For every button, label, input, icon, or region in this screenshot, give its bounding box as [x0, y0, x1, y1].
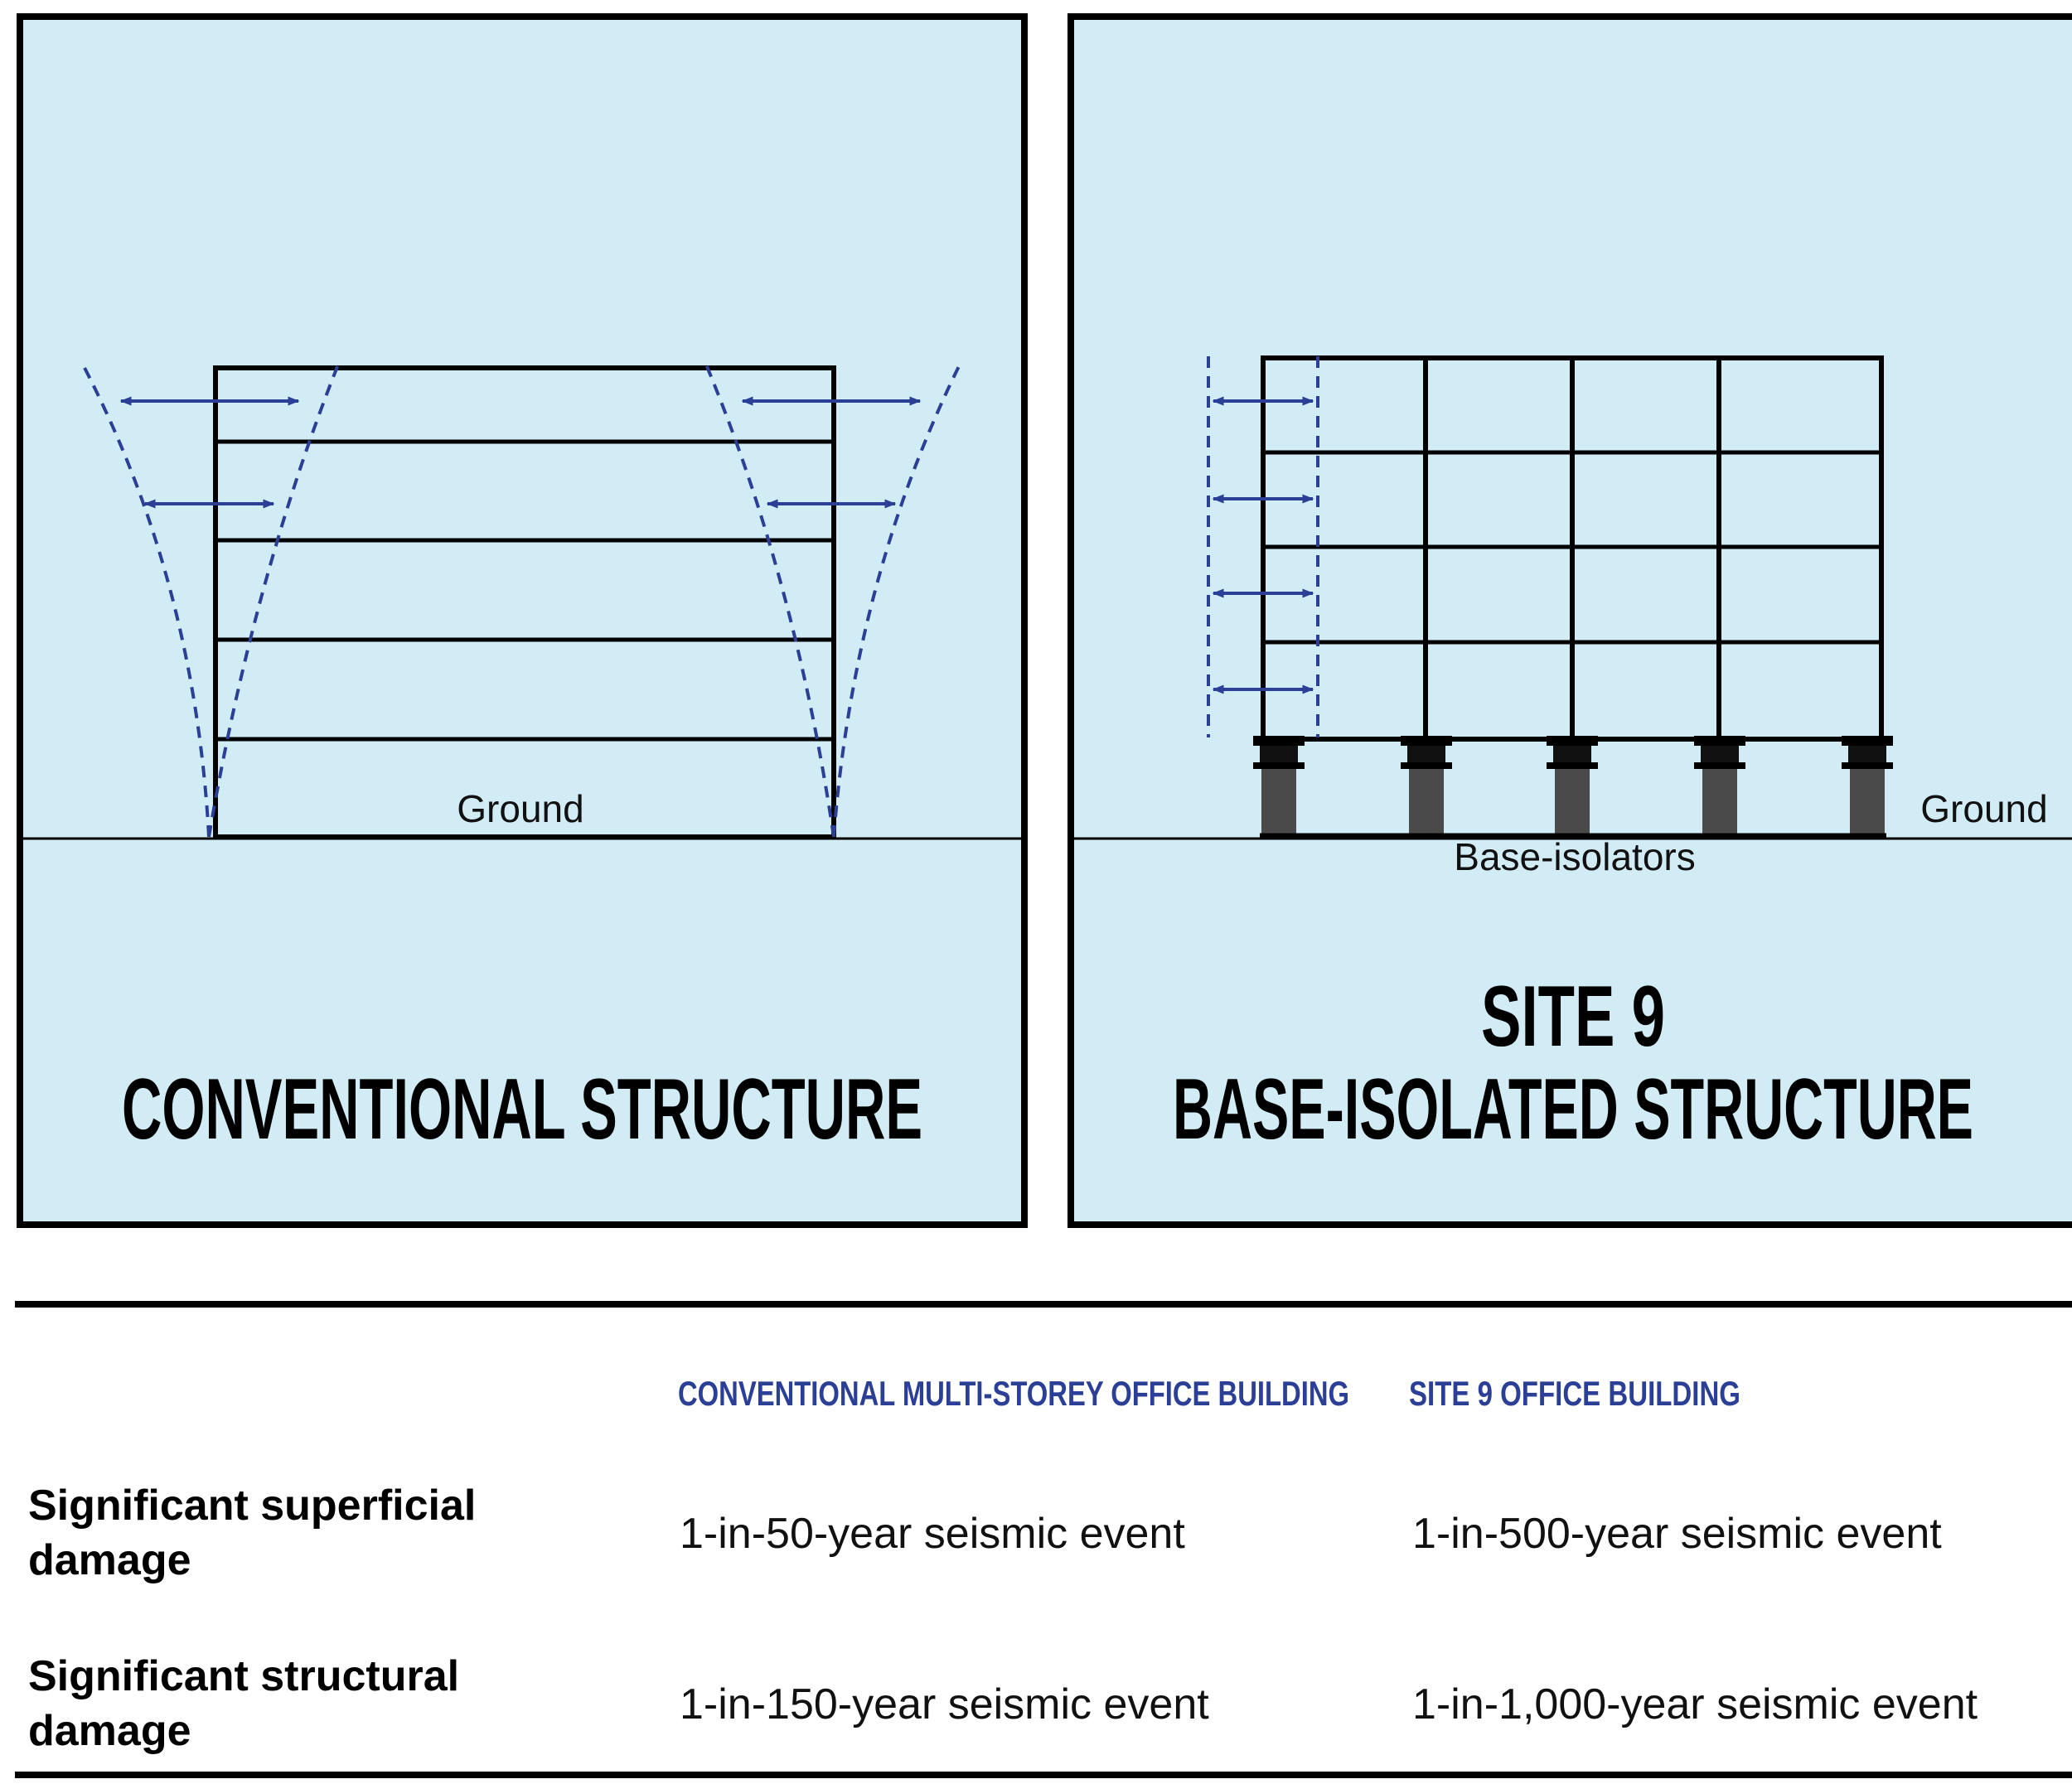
conventional-structure-panel: Ground CONVENTIONAL STRUCTURE	[17, 13, 1028, 1228]
sway-curves	[81, 364, 961, 838]
left-inner-sway-curve	[207, 364, 340, 838]
conventional-building-outline	[213, 365, 836, 839]
base-isolator	[1842, 736, 1893, 837]
displacement-indicators	[1207, 356, 1319, 737]
table-cell: 1-in-150-year seismic event	[680, 1680, 1209, 1728]
base-isolator	[1547, 736, 1598, 837]
table-cell: 1-in-1,000-year seismic event	[1412, 1680, 1978, 1728]
base-isolated-structure-title: BASE-ISOLATED STRUCTURE	[1173, 1061, 1973, 1158]
base-isolated-structure-panel: Ground Base-isolators SITE 9 BASE-ISOLAT…	[1067, 13, 2072, 1228]
row-label: damage	[28, 1707, 191, 1755]
conventional-building	[213, 365, 836, 839]
row-label: Significant superficial	[28, 1482, 476, 1530]
left-panel-frame	[17, 13, 1028, 1228]
left-ground-label: Ground	[457, 787, 583, 830]
column-header-conventional: CONVENTIONAL MULTI-STOREY OFFICE BUILDIN…	[678, 1374, 1349, 1413]
column-header-site9: SITE 9 OFFICE BUILDING	[1409, 1374, 1740, 1413]
right-inner-sway-curve	[704, 364, 835, 838]
right-ground-label: Ground	[1920, 787, 2047, 830]
conventional-structure-title: CONVENTIONAL STRUCTURE	[122, 1061, 922, 1158]
row-label: Significant structural	[28, 1652, 459, 1700]
sway-arrows	[119, 396, 922, 509]
site9-title: SITE 9	[1481, 969, 1665, 1065]
base-isolator	[1401, 736, 1452, 837]
base-isolators	[1253, 736, 1893, 838]
right-outer-sway-curve	[832, 364, 961, 838]
table-cell: 1-in-500-year seismic event	[1412, 1510, 1942, 1558]
base-isolator	[1253, 736, 1305, 837]
table-cell: 1-in-50-year seismic event	[680, 1510, 1185, 1558]
base-isolator	[1694, 736, 1745, 837]
comparison-table: CONVENTIONAL MULTI-STOREY OFFICE BUILDIN…	[15, 1301, 2072, 1778]
base-isolators-label: Base-isolators	[1454, 835, 1695, 878]
left-outer-sway-curve	[81, 364, 211, 838]
row-label: damage	[28, 1536, 191, 1584]
table-row: Significant structural damage 1-in-150-y…	[28, 1652, 1978, 1755]
table-row: Significant superficial damage 1-in-50-y…	[28, 1482, 1942, 1584]
